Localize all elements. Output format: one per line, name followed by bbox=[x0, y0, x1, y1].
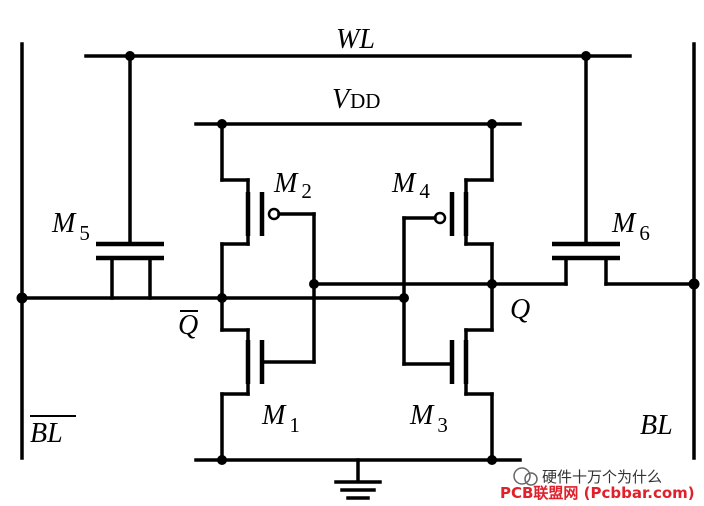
q-bar-label: Q bbox=[178, 310, 198, 341]
watermark-line2: PCB联盟网 (Pcbbar.com) bbox=[500, 484, 695, 502]
transistor-m3 bbox=[402, 328, 494, 396]
wl-label: WL bbox=[336, 24, 375, 55]
transistor-m1 bbox=[220, 328, 316, 396]
q-label: Q bbox=[510, 294, 530, 325]
wechat-icon bbox=[513, 467, 531, 485]
transistor-m6 bbox=[552, 241, 620, 286]
bl-bar-label: BL bbox=[30, 418, 63, 449]
watermark-line1: 硬件十万个为什么 bbox=[542, 468, 662, 486]
junction-dots bbox=[16, 51, 700, 465]
transistor-m5 bbox=[96, 241, 164, 300]
transistor-m2 bbox=[220, 178, 316, 246]
transistor-m4 bbox=[402, 178, 494, 246]
ground-icon bbox=[334, 480, 382, 500]
vdd-label: VDD bbox=[332, 84, 380, 115]
watermark: 硬件十万个为什么 PCB联盟网 (Pcbbar.com) bbox=[500, 467, 695, 502]
bl-label: BL bbox=[640, 410, 673, 441]
